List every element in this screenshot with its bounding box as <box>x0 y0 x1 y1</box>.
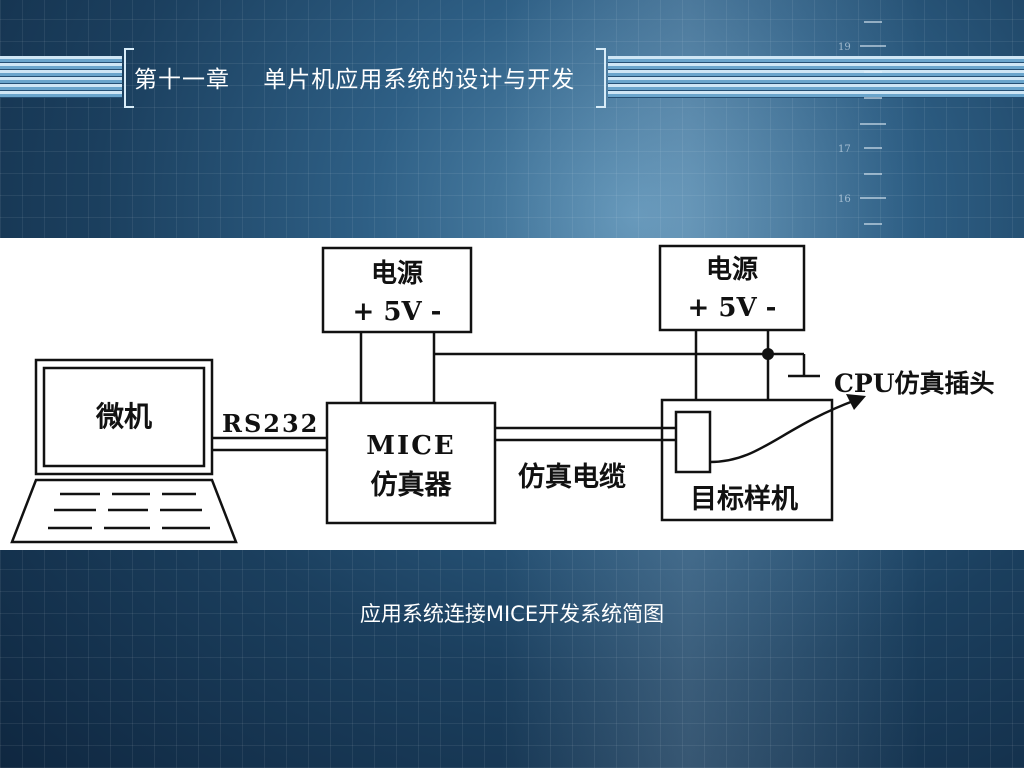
laptop-screen-outer <box>34 358 214 476</box>
emulation-cable-label: 仿真电缆 <box>518 462 626 493</box>
title-bracket-right <box>596 48 606 108</box>
power-supply-right-title: 电源 <box>706 255 758 285</box>
laptop-screen-inner <box>42 366 206 468</box>
emulator-box <box>325 401 497 525</box>
title-bracket-left <box>124 48 134 108</box>
target-board-box <box>660 398 834 522</box>
header-stripes-left <box>0 56 122 98</box>
chapter-title: 第十一章 单片机应用系统的设计与开发 <box>134 67 576 93</box>
cpu-plug-cable <box>709 398 857 464</box>
ruler-label: 16 <box>838 194 851 205</box>
laptop-base <box>10 478 238 544</box>
emulator-label-line1: MICE <box>366 431 455 461</box>
emulator-label-line2: 仿真器 <box>371 470 453 501</box>
target-socket <box>674 410 712 474</box>
cpu-plug-arrowhead <box>846 394 866 410</box>
power-supply-right-box <box>658 244 806 332</box>
power-supply-right-voltage: + 5V - <box>688 293 777 323</box>
power-supply-left-title: 电源 <box>371 259 423 289</box>
decorative-ruler: 19 17 16 <box>838 21 886 225</box>
cpu-plug-label: CPU仿真插头 <box>834 369 995 398</box>
target-board-label: 目标样机 <box>690 483 798 515</box>
ruler-label: 17 <box>838 144 851 155</box>
diagram-caption: 应用系统连接MICE开发系统简图 <box>359 602 665 626</box>
junction-dot <box>762 348 774 360</box>
rs232-label: RS232 <box>222 409 319 438</box>
header-stripes-right <box>608 56 1024 98</box>
header-title-box: 第十一章 单片机应用系统的设计与开发 <box>122 48 608 108</box>
power-supply-left-box <box>321 246 473 334</box>
power-supply-left-voltage: + 5V - <box>353 297 442 327</box>
diagram-panel: 电源 + 5V - 电源 + 5V - 微机 RS232 MICE 仿真器 仿真… <box>0 238 1024 550</box>
connection-diagram: 电源 + 5V - 电源 + 5V - 微机 RS232 MICE 仿真器 仿真… <box>10 244 995 544</box>
ruler-label: 19 <box>838 42 851 53</box>
microcomputer-label: 微机 <box>95 400 152 433</box>
